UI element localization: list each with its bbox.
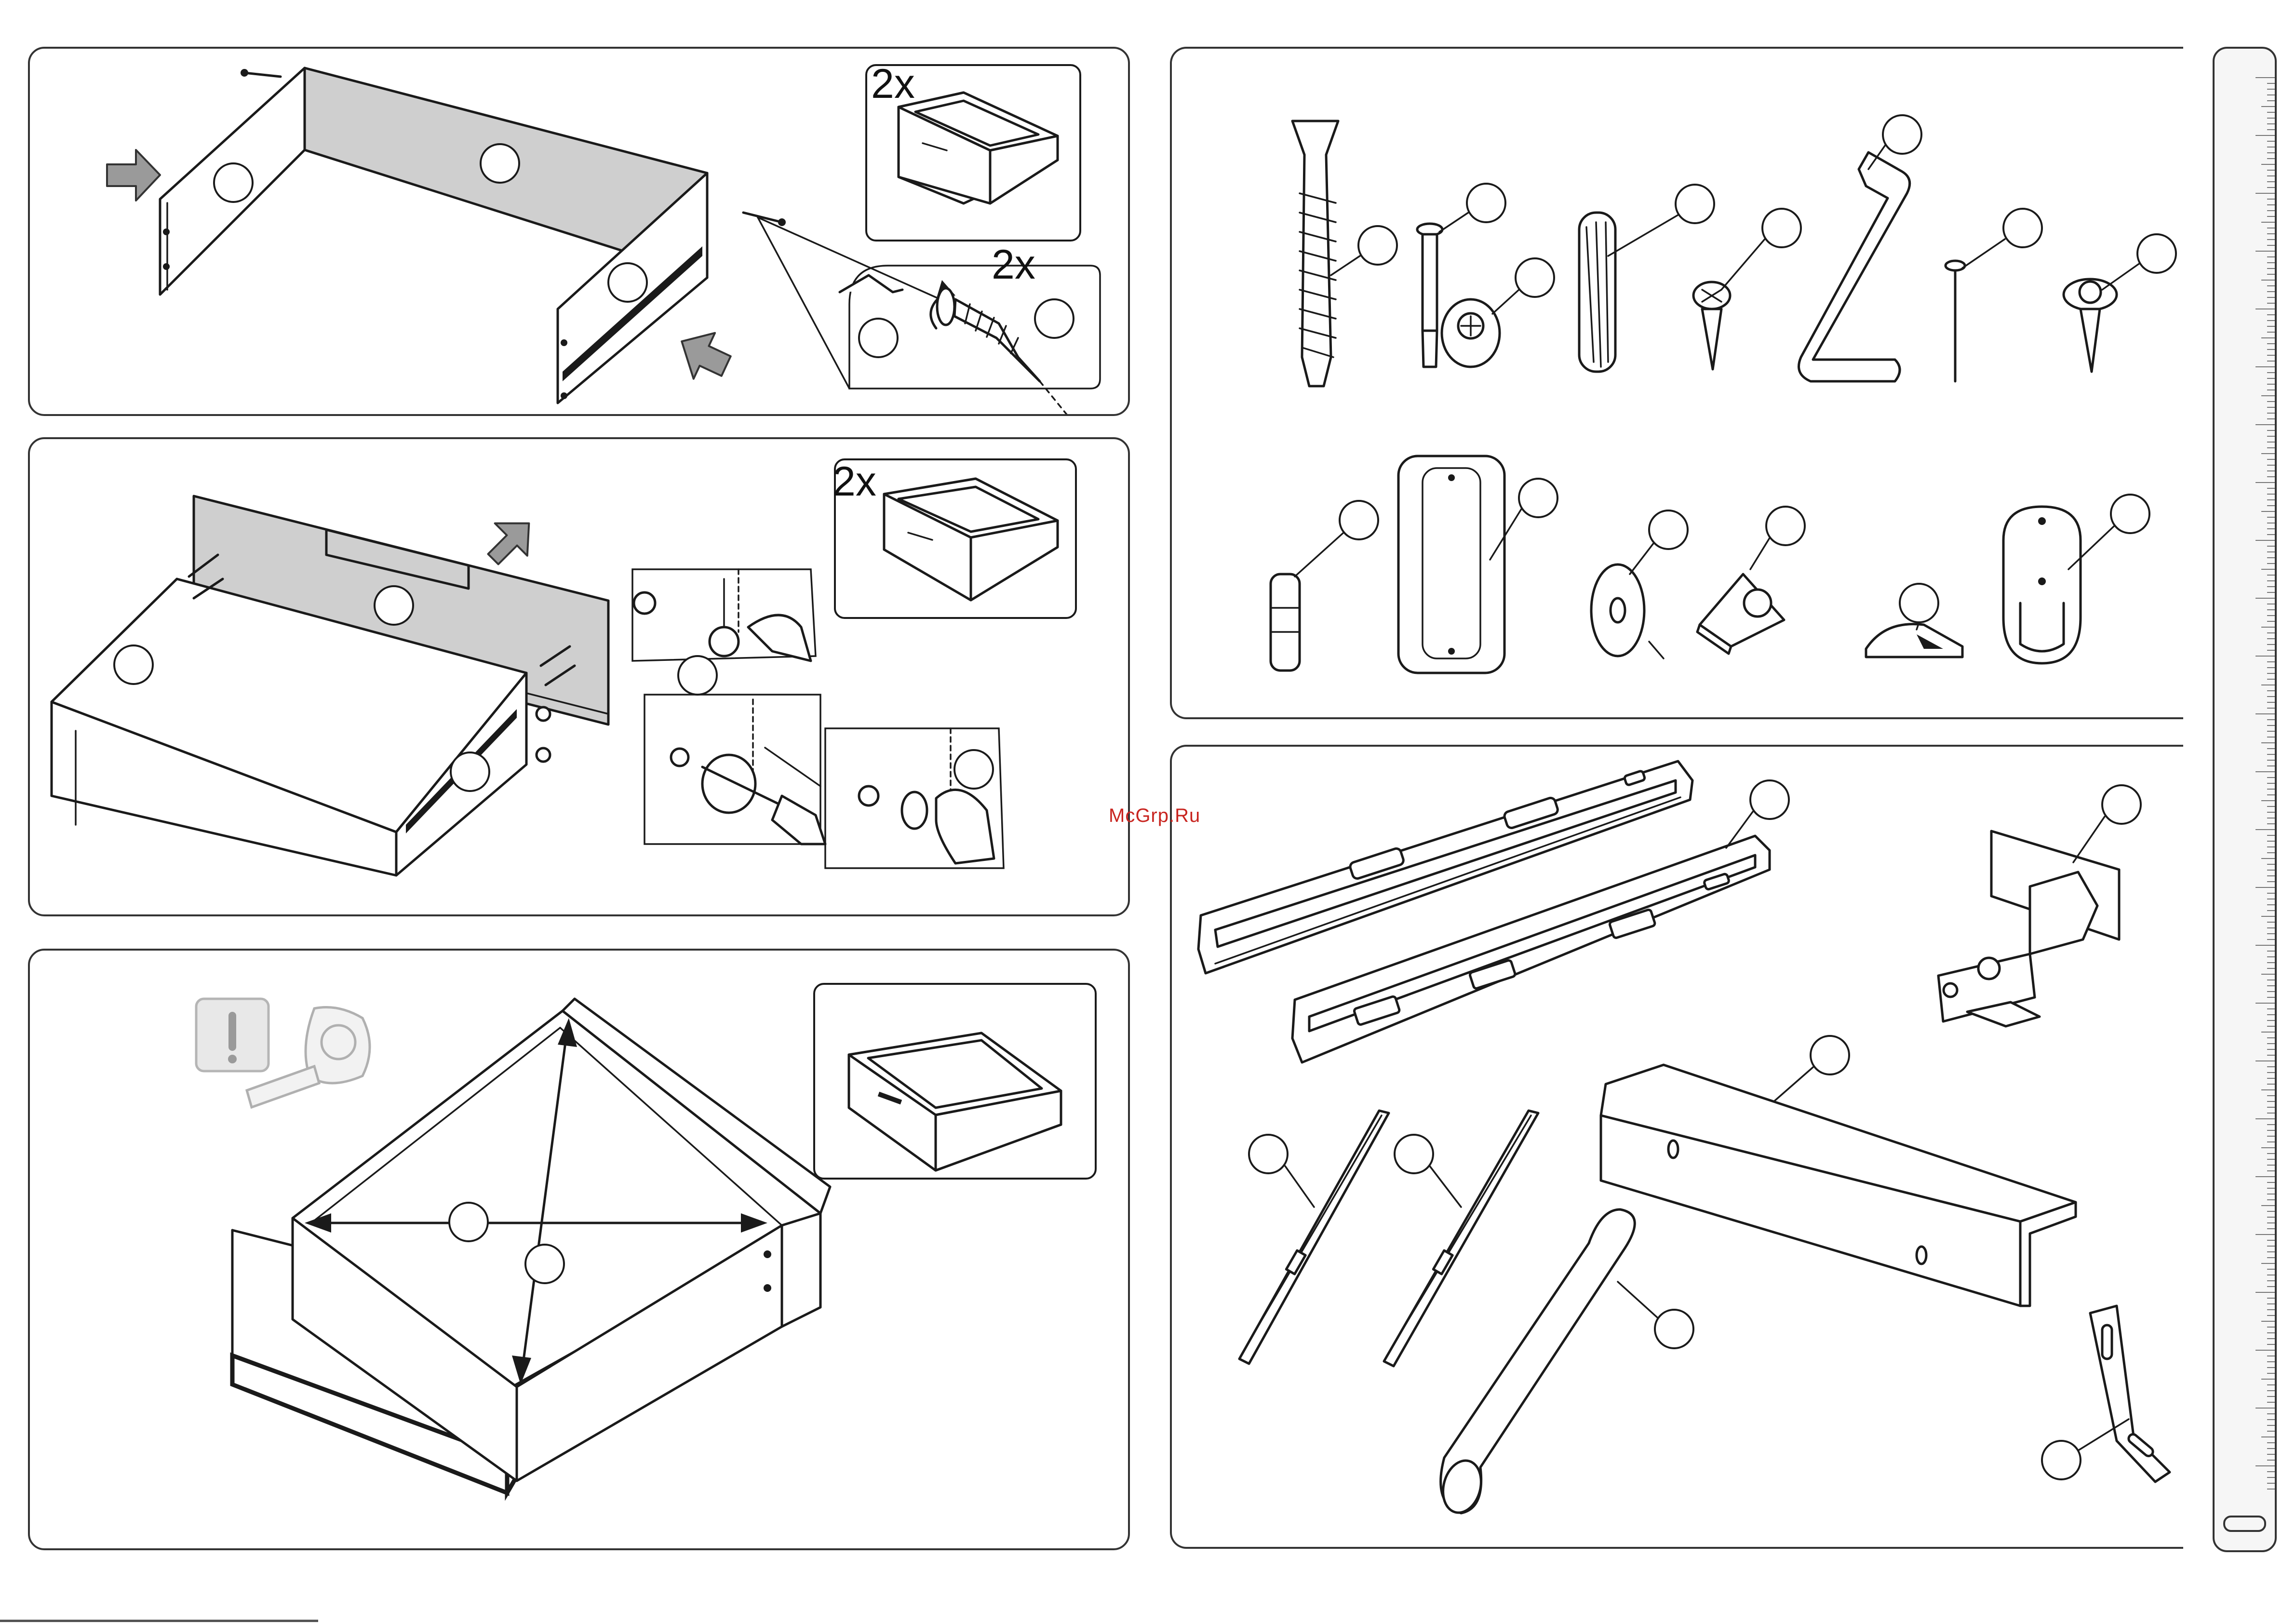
step-2-quantity: 2x <box>832 461 876 502</box>
callout-circle <box>1766 507 1805 545</box>
callout-circle <box>954 750 993 789</box>
callout-circle <box>1676 185 1714 223</box>
push-arrow-down <box>476 506 544 574</box>
callout-circle <box>1883 115 1921 154</box>
cam-lock <box>702 755 755 813</box>
push-arrow-right <box>670 322 737 389</box>
callout-circle <box>2102 785 2141 824</box>
callout-circle <box>525 1245 564 1283</box>
ruler-ticks <box>2215 49 2275 1550</box>
callout-circle <box>1467 184 1505 222</box>
drawer-slide <box>1198 761 1692 973</box>
callout-circle <box>2003 209 2042 247</box>
callout-circle <box>1035 299 1074 338</box>
corner-bracket <box>1697 574 1784 654</box>
ruler-slot <box>2224 1517 2265 1531</box>
callout-circle <box>375 586 413 625</box>
callout-circle <box>1516 258 1554 297</box>
measuring-ruler <box>2213 47 2277 1552</box>
callout-circle <box>114 645 153 684</box>
callout-circle <box>1811 1036 1849 1074</box>
hand-icon <box>748 615 811 661</box>
callout-circle <box>1649 510 1688 549</box>
callout-circle <box>1358 226 1397 265</box>
step-1-screw-quantity: 2x <box>992 244 1035 285</box>
callout-circle <box>859 319 898 357</box>
callout-circle <box>1249 1135 1288 1173</box>
cam-bolt <box>1417 224 1442 367</box>
cam-lock <box>1442 299 1500 367</box>
wood-screw <box>1693 282 1730 369</box>
callout-circle <box>214 163 253 202</box>
cam-nut <box>537 748 550 762</box>
callout-circle <box>481 144 519 183</box>
shelf-clip <box>1866 624 1962 657</box>
shelf-support-pin <box>1271 574 1300 671</box>
callout-circle <box>451 752 489 791</box>
callout-circle <box>449 1203 488 1241</box>
hardware-panel-slides <box>1170 745 2183 1549</box>
callout-circle <box>1340 501 1378 539</box>
callout-circle <box>1655 1310 1693 1348</box>
callout-circle <box>608 263 647 302</box>
right-screw <box>743 213 782 222</box>
callout-circle <box>1750 780 1789 819</box>
callout-circle <box>2111 495 2149 533</box>
mounting-rail <box>1398 456 1504 673</box>
hand-icon <box>936 790 994 863</box>
cam-lock <box>710 627 738 656</box>
step-1-quantity: 2x <box>871 63 915 105</box>
hanging-hook <box>2003 507 2081 663</box>
callout-circle <box>2042 1441 2081 1479</box>
cam-nut <box>537 707 550 721</box>
watermark: McGrp.Ru <box>1109 805 1200 827</box>
callout-circle <box>1900 584 1938 622</box>
oval-tube <box>1437 1209 1635 1517</box>
callout-circle <box>1519 479 1558 517</box>
push-arrow-left <box>107 150 160 201</box>
handle-profile <box>1601 1065 2076 1306</box>
callout-circle <box>1762 209 1801 247</box>
step-3-result-inset <box>813 983 1097 1180</box>
step-3-panel <box>28 949 1130 1550</box>
hex-key <box>1799 152 1910 381</box>
page-footer-line <box>0 1620 318 1622</box>
callout-circle <box>2137 234 2176 273</box>
step-2-panel: 2x <box>28 437 1130 916</box>
step-1-panel: 2x 2x <box>28 47 1130 416</box>
nail <box>1946 261 1965 381</box>
callout-circle <box>1395 1135 1433 1173</box>
wooden-dowel <box>1579 213 1615 372</box>
confirmat-screw <box>1292 121 1338 386</box>
round-washer <box>1591 564 1644 656</box>
cabinet-hinge <box>1938 831 2119 1026</box>
fasteners-illustration <box>1172 49 2183 717</box>
hardware-panel-fasteners <box>1170 47 2183 719</box>
callout-circle <box>678 656 717 695</box>
slides-illustration <box>1172 747 2183 1547</box>
washer-screw <box>2064 279 2117 372</box>
angle-bracket <box>2090 1306 2170 1482</box>
screw-cap <box>902 792 927 829</box>
top-screw <box>244 73 281 77</box>
screwdriver-handle <box>772 796 825 844</box>
